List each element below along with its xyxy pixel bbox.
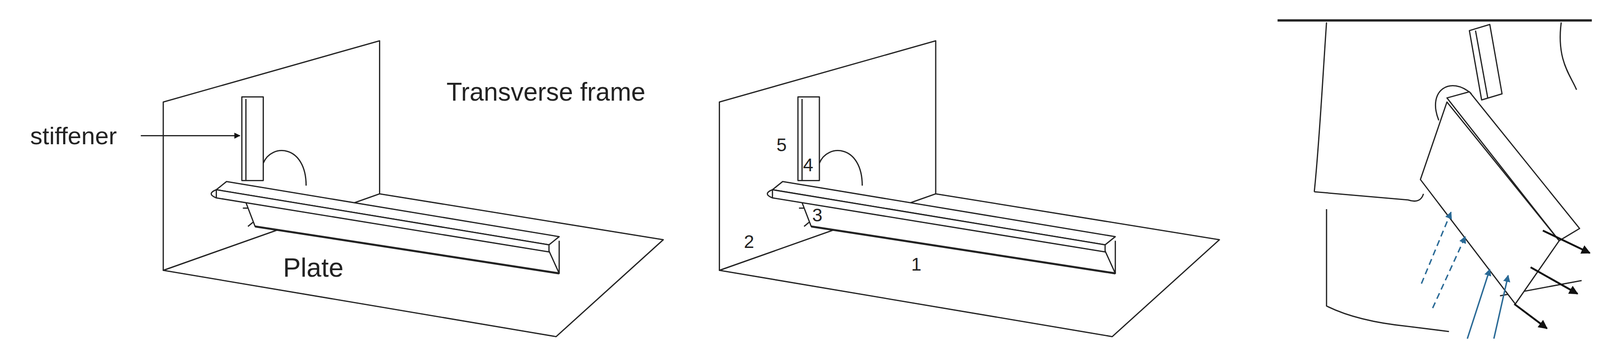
frame-figure-copy (719, 40, 1220, 337)
frame-outline (1314, 22, 1327, 193)
dashed-arrow (1421, 212, 1452, 284)
load-arrows (1421, 212, 1590, 339)
callout-number: 4 (803, 155, 814, 176)
callout-number: 1 (911, 254, 922, 275)
flange-end (211, 189, 217, 198)
tension-arrow (1530, 267, 1578, 294)
frame-outline (1326, 209, 1449, 332)
stiffener-edge (1475, 30, 1488, 99)
cutout (263, 150, 306, 186)
tension-arrow (1542, 230, 1590, 254)
leader-arrow (140, 135, 240, 137)
frame-outline (1560, 22, 1577, 91)
stiffener (241, 96, 264, 181)
frame-outline (1314, 191, 1424, 201)
web-end (558, 240, 560, 274)
deck-line (1277, 19, 1592, 22)
stiffener-edge (245, 98, 247, 181)
frame-figure (163, 40, 664, 337)
part-label: Transverse frame (446, 77, 646, 106)
solid-arrow (1467, 269, 1490, 339)
detail-figure (1277, 20, 1592, 332)
callout-number: 3 (812, 205, 823, 226)
part-label: Plate (283, 252, 344, 282)
solid-arrow (1493, 275, 1509, 339)
flange-top (216, 181, 560, 245)
flange (1447, 91, 1580, 241)
tension-arrow (1514, 304, 1547, 329)
flange-face (216, 189, 550, 252)
callout-number: 5 (776, 134, 787, 155)
stiffener (1469, 24, 1502, 100)
part-label: stiffener (30, 122, 117, 150)
callout-number: 2 (744, 231, 755, 252)
dashed-arrow (1432, 236, 1466, 308)
